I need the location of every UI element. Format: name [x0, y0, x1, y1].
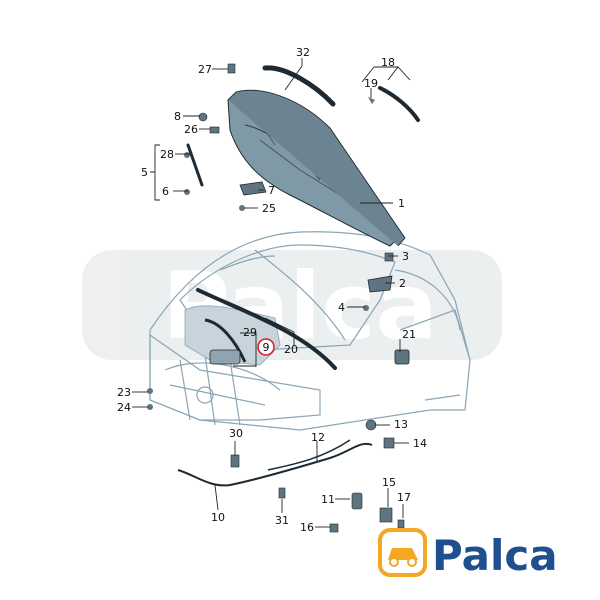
highlight-ring: [257, 338, 275, 356]
palca-logo: Palca: [378, 528, 558, 580]
leader-lines: [132, 58, 411, 528]
part-label-21: 21: [402, 328, 416, 341]
hood-lock: [394, 349, 410, 365]
hood-hinge: [239, 181, 267, 196]
part-label-4: 4: [338, 301, 345, 314]
gas-strut: [186, 143, 204, 187]
hood-panel: [227, 89, 406, 247]
part-label-19: 19: [364, 77, 378, 90]
logo-text: Palca: [432, 531, 558, 580]
part-label-7: 7: [268, 184, 275, 197]
part-label-16: 16: [300, 521, 314, 534]
part-label-1: 1: [398, 197, 405, 210]
part-label-3: 3: [402, 250, 409, 263]
part-label-32: 32: [296, 46, 310, 59]
part-label-12: 12: [311, 431, 325, 444]
part-label-28: 28: [160, 148, 174, 161]
part-label-8: 8: [174, 110, 181, 123]
part-label-15: 15: [382, 476, 396, 489]
part-label-14: 14: [413, 437, 427, 450]
small-fasteners: [147, 63, 375, 410]
part-label-27: 27: [198, 63, 212, 76]
hood-seal-front: [262, 65, 336, 107]
part-label-6: 6: [162, 185, 169, 198]
part-label-20: 20: [284, 343, 298, 356]
hood-latch-striker: [367, 252, 394, 293]
part-label-18: 18: [381, 56, 395, 69]
part-label-9: 9: [263, 341, 270, 354]
part-label-30: 30: [229, 427, 243, 440]
part-label-25: 25: [262, 202, 276, 215]
part-label-29: 29: [243, 326, 257, 339]
car-front: [149, 231, 471, 431]
part-label-31: 31: [275, 514, 289, 527]
part-label-2: 2: [399, 277, 406, 290]
callout-labels: 27 32 18 19 8 26 28 5 6 7 25 1 3 2 4 21 …: [117, 46, 427, 534]
part-label-17: 17: [397, 491, 411, 504]
part-label-11: 11: [321, 493, 335, 506]
part-label-5: 5: [141, 166, 148, 179]
part-label-23: 23: [117, 386, 131, 399]
part-label-24: 24: [117, 401, 131, 414]
part-label-26: 26: [184, 123, 198, 136]
logo-car-frame: [378, 528, 427, 577]
car-icon: [388, 548, 418, 560]
release-cable-assembly: [177, 419, 405, 533]
hood-seal-rear: [196, 288, 337, 370]
part-label-10: 10: [211, 511, 225, 524]
hood-seal-side: [378, 86, 420, 122]
part-label-13: 13: [394, 418, 408, 431]
highlight-part-9: 9: [257, 338, 275, 356]
